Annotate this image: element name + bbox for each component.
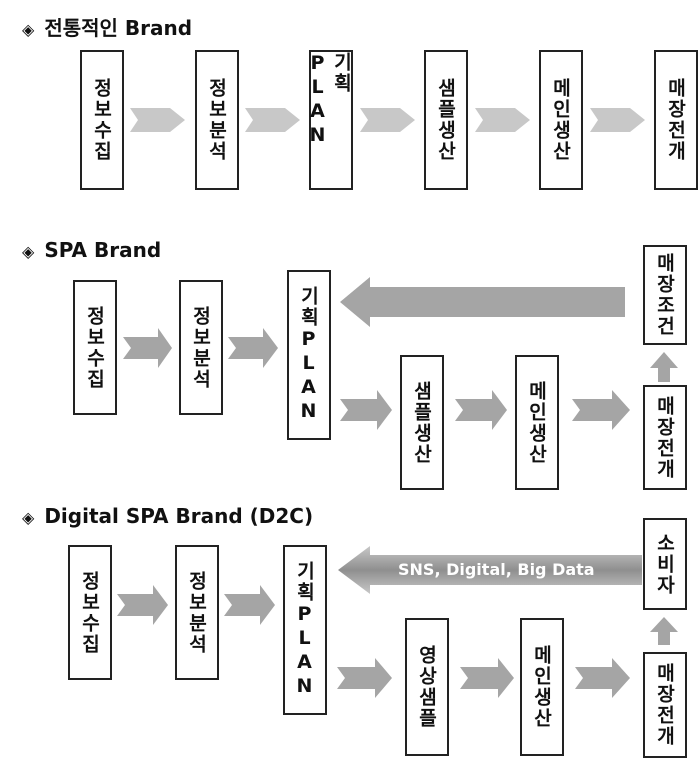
- step-label: 샘플생산: [434, 78, 457, 162]
- step-box: 매장전개: [654, 50, 698, 190]
- arrow-right: [337, 658, 392, 698]
- step-box: 영상샘플: [405, 618, 449, 756]
- diamond-bullet-icon: ◈: [22, 508, 35, 527]
- feedback-label: SNS, Digital, Big Data: [398, 560, 595, 579]
- step-label: 정보분석: [189, 305, 212, 390]
- step-label: 소비자: [653, 532, 676, 596]
- arrow-right: [228, 328, 278, 368]
- step-label: 메인생산: [525, 380, 548, 465]
- diamond-bullet-icon: ◈: [22, 242, 35, 261]
- step-label: 정보수집: [90, 78, 113, 162]
- arrow-right: [572, 390, 630, 430]
- step-box: 소비자: [643, 518, 687, 610]
- step-box: 샘플생산: [400, 355, 444, 490]
- step-box: 기획PLAN: [306, 50, 353, 190]
- step-label: 기획PLAN: [297, 286, 320, 424]
- arrow-right: [590, 108, 645, 132]
- step-label: 매장전개: [653, 663, 676, 747]
- step-box: 매장조건: [643, 245, 687, 345]
- section-title-text: 전통적인 Brand: [44, 16, 193, 40]
- arrow-right: [123, 328, 172, 368]
- step-box: 메인생산: [520, 618, 564, 756]
- step-label: 매장전개: [653, 395, 676, 480]
- step-box: 메인생산: [539, 50, 583, 190]
- diamond-bullet-icon: ◈: [22, 20, 35, 39]
- arrow-right: [224, 585, 275, 625]
- step-box: 정보분석: [175, 545, 219, 680]
- arrow-up: [650, 617, 678, 645]
- feedback-arrow-left: [338, 546, 642, 594]
- arrow-right: [455, 390, 507, 430]
- arrow-right: [130, 108, 185, 132]
- section-title-text: SPA Brand: [44, 238, 162, 262]
- arrow-right: [575, 658, 630, 698]
- step-label: 메인생산: [549, 78, 572, 162]
- step-label: 샘플생산: [410, 380, 433, 465]
- step-label: 기획PLAN: [293, 561, 316, 699]
- step-box: 메인생산: [515, 355, 559, 490]
- step-label: 정보분석: [205, 78, 228, 162]
- step-label: 정보분석: [185, 570, 208, 655]
- step-label: 정보수집: [83, 305, 106, 390]
- step-box: 매장전개: [643, 652, 687, 758]
- step-label: 메인생산: [530, 645, 553, 729]
- arrow-up: [650, 352, 678, 382]
- step-box: 정보수집: [73, 280, 117, 415]
- step-box: 기획PLAN: [287, 270, 331, 440]
- step-label: 영상샘플: [415, 645, 438, 729]
- step-box: 매장전개: [643, 385, 687, 490]
- section-title-text: Digital SPA Brand (D2C): [44, 504, 314, 528]
- arrow-right: [475, 108, 530, 132]
- step-box: 샘플생산: [424, 50, 468, 190]
- step-label: 기획PLAN: [306, 52, 353, 148]
- step-box: 기획PLAN: [283, 545, 327, 715]
- arrow-right: [117, 585, 168, 625]
- step-box: 정보분석: [195, 50, 239, 190]
- arrow-right: [245, 108, 300, 132]
- section-title-traditional: ◈ 전통적인 Brand: [22, 12, 192, 41]
- step-box: 정보수집: [80, 50, 124, 190]
- step-box: 정보분석: [179, 280, 223, 415]
- step-label: 매장전개: [664, 78, 687, 162]
- step-label: 매장조건: [653, 253, 676, 337]
- step-box: 정보수집: [68, 545, 112, 680]
- section-title-spa: ◈ SPA Brand: [22, 238, 161, 262]
- arrow-right: [340, 390, 392, 430]
- feedback-arrow-left: [340, 277, 625, 327]
- step-label: 정보수집: [78, 570, 101, 655]
- arrow-right: [360, 108, 415, 132]
- arrow-right: [460, 658, 514, 698]
- section-title-digital-spa: ◈ Digital SPA Brand (D2C): [22, 504, 313, 528]
